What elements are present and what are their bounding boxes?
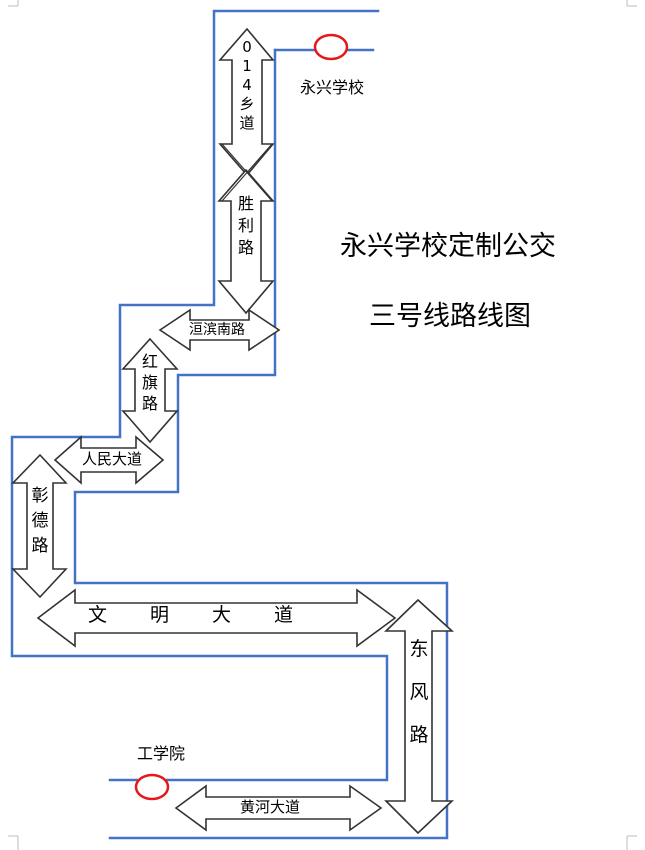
- junction-lines: [221, 143, 273, 202]
- road-label-char: 路: [237, 238, 254, 257]
- stop-marker-gongxueyuan: [134, 773, 170, 801]
- road-label-char: 道: [239, 114, 255, 132]
- stop-marker-yongxing-school: [313, 33, 349, 61]
- stop-label-end: 工学院: [137, 744, 186, 763]
- road-label-hongqi: 红旗路: [141, 354, 159, 412]
- map-title-line2: 三号线路线图: [369, 301, 531, 332]
- road-arrows: [11, 27, 455, 835]
- arrow-zhangde: [11, 453, 68, 599]
- road-label-char: 路: [409, 724, 429, 746]
- arrow-huanghe: [174, 784, 383, 832]
- road-label-dongfeng: 东风路: [409, 640, 429, 745]
- road-label-huanbin-nan: 洹滨南路: [189, 322, 245, 338]
- road-label-zhangde: 彰德路: [31, 488, 49, 555]
- road-label-renmin: 人民大道: [82, 450, 143, 468]
- arrow-shengli: [217, 168, 275, 315]
- road-label-char: 旗: [141, 373, 158, 392]
- road-label-huanghe: 黄河大道: [240, 798, 301, 816]
- arrow-renmin: [53, 435, 165, 485]
- route-outline: [10, 9, 449, 840]
- road-label-char: 4: [242, 76, 252, 94]
- arrow-huanbin-nan: [158, 308, 281, 352]
- page-corner-marks: [8, 0, 637, 850]
- road-label-wenming: 文明大道: [88, 604, 337, 626]
- route-line-left: [10, 9, 389, 782]
- road-label-char: 0: [242, 38, 252, 56]
- map-title-line1: 永兴学校定制公交: [340, 231, 556, 262]
- stop-label-start: 永兴学校: [300, 78, 365, 97]
- road-label-shengli: 胜利路: [237, 196, 255, 256]
- road-label-char: 德: [31, 511, 49, 531]
- arrow-wenming: [36, 588, 397, 648]
- road-label-char: 胜: [237, 194, 254, 213]
- road-label-char: 路: [31, 536, 49, 556]
- arrow-dongfeng: [384, 598, 455, 835]
- road-label-char: 红: [141, 352, 158, 371]
- road-label-char: 彰: [31, 486, 49, 506]
- road-label-char: 利: [237, 216, 254, 235]
- road-label-char: 风: [409, 681, 429, 703]
- road-label-char: 路: [141, 394, 158, 413]
- route-line-right-2: [73, 48, 449, 840]
- road-label-char: 东: [409, 638, 429, 660]
- road-label-char: 1: [242, 57, 252, 75]
- arrow-hongqi: [121, 337, 179, 444]
- road-label-char: 乡: [239, 95, 255, 113]
